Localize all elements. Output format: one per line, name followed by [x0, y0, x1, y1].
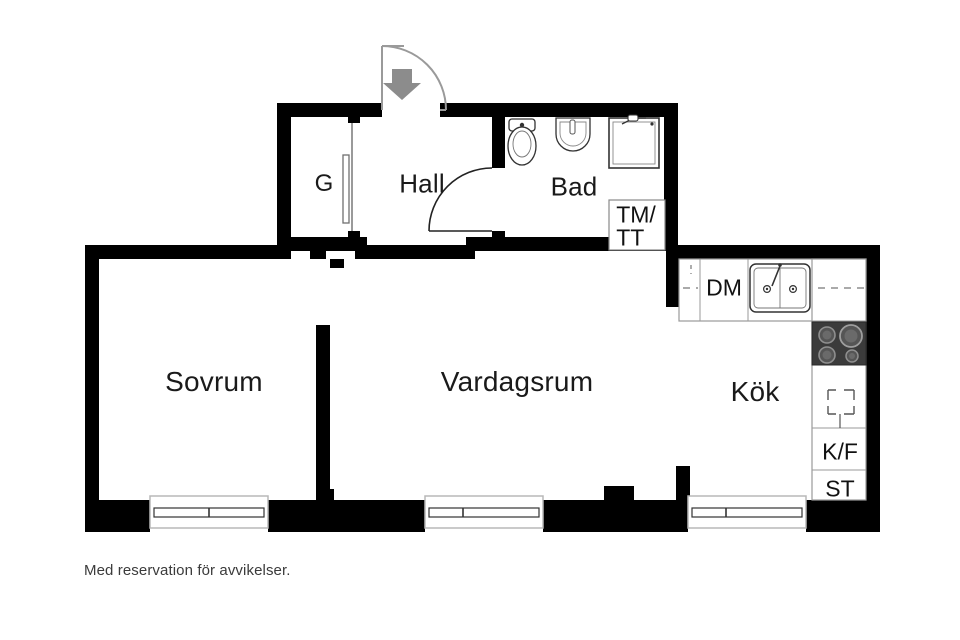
laundry-box — [608, 199, 666, 251]
wall-upper-left — [277, 103, 291, 251]
disclaimer-note: Med reservation för avvikelser. — [84, 562, 291, 579]
room-label-sovrum: Sovrum — [165, 366, 263, 397]
wall-main-top-mid — [355, 245, 475, 259]
entrance-door — [381, 45, 447, 111]
wall-kitchen-nook-step — [666, 259, 679, 307]
room-label-bad: Bad — [550, 171, 598, 202]
wall-nub-bottom-2 — [604, 486, 634, 502]
appliance-label-diskmaskin: DM — [706, 274, 742, 301]
wall-main-bottom-4 — [806, 500, 880, 532]
room-label-vardagsrum: Vardagsrum — [440, 366, 594, 397]
window-sovrum — [149, 495, 269, 529]
wall-upper-top-right — [440, 103, 678, 117]
wall-partition-g-hall — [348, 111, 360, 123]
window-vardagsrum — [424, 495, 544, 529]
kitchen-sink-fixture — [749, 263, 811, 313]
wardrobe-sliding-door — [342, 123, 353, 231]
kitchen-fixtures — [678, 258, 867, 501]
wall-partition-sovrum-vardagsrum — [316, 325, 330, 500]
wall-partition-hall-bad-lower — [492, 231, 505, 251]
stove-fixture — [811, 321, 867, 366]
wall-upper-bottom-left — [277, 237, 362, 251]
entrance-arrow-icon — [383, 69, 421, 100]
bathroom-fixtures — [507, 114, 666, 251]
shower-fixture — [608, 114, 660, 169]
wall-main-right — [866, 245, 880, 532]
wall-main-top-right — [666, 245, 880, 259]
washbasin-fixture — [555, 117, 591, 152]
wall-nub-main-top-1 — [330, 259, 344, 268]
appliance-label-stadskap: ST — [825, 475, 855, 502]
wall-main-left — [85, 245, 99, 532]
hall-door — [428, 167, 493, 232]
wall-main-bottom-2 — [268, 500, 425, 532]
windows-group — [149, 495, 807, 529]
wall-partition-vardagsrum-kok — [676, 466, 690, 502]
wall-upper-top-left — [277, 103, 382, 117]
wall-nub-main-top-2 — [355, 237, 367, 247]
walls-group — [85, 103, 880, 532]
appliance-label-kyl-frys: K/F — [822, 438, 858, 465]
wall-partition-hall-bad — [492, 110, 505, 168]
wall-main-bottom-1 — [85, 500, 150, 532]
room-label-hall: Hall — [399, 168, 445, 199]
laundry-line-2: TT — [616, 224, 645, 250]
kitchen-counter-right — [811, 258, 867, 501]
room-label-kok: Kök — [730, 376, 780, 407]
toilet-fixture — [507, 118, 537, 166]
wall-upper-right — [664, 103, 678, 251]
appliance-label-tvattmaskin-torktumlare: TM/ TT — [616, 203, 656, 248]
wall-main-top-left — [85, 245, 291, 259]
wall-nub-g-bottom — [310, 251, 326, 259]
wall-main-bottom-3 — [543, 500, 688, 532]
wall-cabinet-marker — [827, 389, 855, 428]
laundry-line-1: TM/ — [616, 201, 656, 228]
room-label-garderob: G — [314, 170, 334, 197]
window-kok — [687, 495, 807, 529]
